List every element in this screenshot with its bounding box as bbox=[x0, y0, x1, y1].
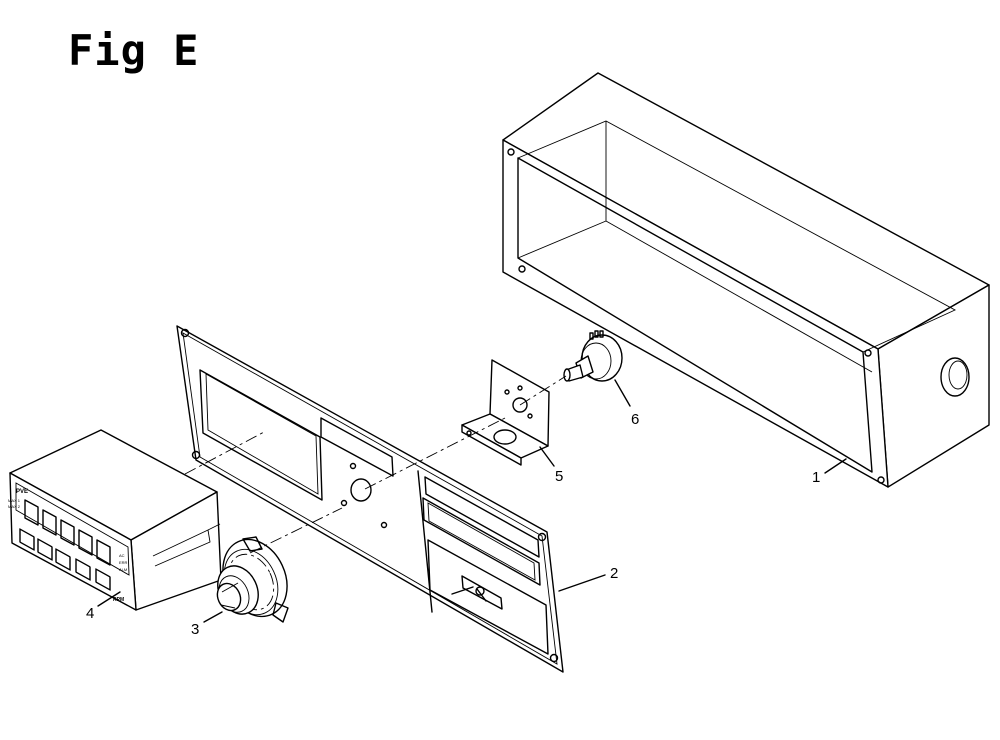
callout-6: 6 bbox=[631, 411, 639, 428]
front-panel-part-2 bbox=[176, 325, 564, 673]
assembly-center-lines bbox=[184, 375, 567, 554]
mounting-bracket-part-5 bbox=[461, 359, 550, 466]
callout-2: 2 bbox=[610, 565, 618, 582]
meter-right-label-3: ALM bbox=[119, 567, 127, 572]
callout-1: 1 bbox=[812, 469, 820, 486]
leader-lines bbox=[97, 379, 847, 623]
digital-meter-part-4: PVE MAX 1 MAX 2 AC ERR ALM RPM bbox=[8, 429, 222, 611]
meter-unit-label: RPM bbox=[113, 597, 124, 603]
enclosure-box-part-1 bbox=[502, 72, 990, 488]
meter-left-label-1: MAX 1 bbox=[8, 498, 21, 503]
potentiometer-part-6 bbox=[563, 330, 623, 382]
meter-right-label-1: AC bbox=[119, 553, 125, 558]
meter-left-label-2: MAX 2 bbox=[8, 504, 21, 509]
callout-4: 4 bbox=[86, 605, 94, 622]
figure-title: Fig E bbox=[68, 26, 200, 75]
meter-right-label-2: ERR bbox=[119, 560, 128, 565]
meter-brand-label: PVE bbox=[16, 489, 28, 495]
callout-3: 3 bbox=[191, 621, 199, 638]
callout-5: 5 bbox=[555, 468, 563, 485]
knob-dial-part-3 bbox=[216, 536, 289, 623]
